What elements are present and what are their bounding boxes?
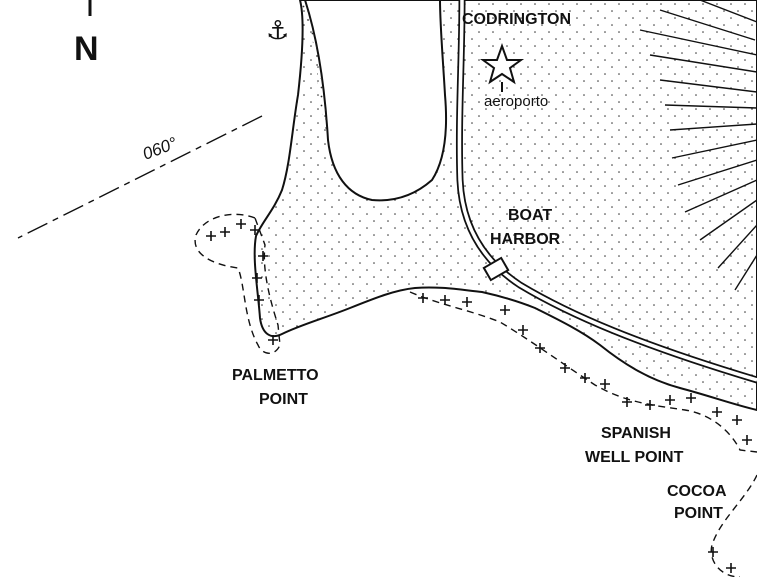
hill-hachures — [639, 0, 757, 291]
reef-crosses — [206, 219, 752, 573]
place-spanish-1: SPANISH — [601, 425, 671, 442]
place-codrington: CODRINGTON — [462, 11, 572, 28]
anchor-icon: ⚓ — [266, 16, 290, 46]
place-boat-harbor-1: BOAT — [508, 207, 553, 224]
place-palmetto-1: PALMETTO — [232, 367, 319, 384]
lagoon-shore-strip — [300, 0, 328, 140]
boat-harbor-jetty — [482, 256, 510, 282]
road-center — [457, 0, 757, 382]
reef-south — [409, 291, 757, 577]
place-cocoa-2: POINT — [674, 505, 723, 522]
place-boat-harbor-2: HARBOR — [490, 231, 561, 248]
north-label: N — [74, 30, 99, 68]
place-cocoa-1: COCOA — [667, 483, 727, 500]
place-spanish-2: WELL POINT — [585, 449, 684, 466]
star-icon — [479, 43, 525, 85]
place-palmetto-2: POINT — [259, 391, 308, 408]
bearing-line — [17, 115, 263, 239]
reef-west — [194, 213, 281, 354]
place-aeroporto: aeroporto — [484, 93, 549, 110]
